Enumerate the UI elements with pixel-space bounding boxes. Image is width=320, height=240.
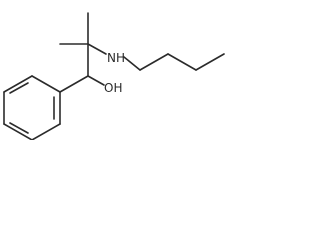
atom-labels: NH OH: [104, 51, 125, 95]
bond-c2-c3: [167, 53, 197, 71]
bond-c-nh: [87, 43, 107, 55]
bond-ring-6: [31, 75, 61, 93]
molecule-diagram: NH OH: [0, 0, 227, 140]
bond-ring-5: [3, 75, 33, 93]
bond-ch-phenyl: [59, 75, 89, 93]
bond-ring-3: [3, 123, 33, 140]
bond-ch-oh: [87, 75, 105, 86]
bond-ring-inner-3: [9, 82, 29, 94]
oh-label: OH: [104, 81, 122, 95]
bonds: [3, 12, 225, 140]
bond-c1-c2: [139, 53, 169, 71]
bond-n-c1: [123, 56, 141, 71]
bond-ring-inner-2: [9, 122, 29, 134]
bond-c3-c4: [195, 53, 225, 71]
structure-svg: NH OH: [3, 12, 225, 140]
nh-label: NH: [107, 51, 125, 65]
bond-ring-2: [31, 123, 61, 140]
